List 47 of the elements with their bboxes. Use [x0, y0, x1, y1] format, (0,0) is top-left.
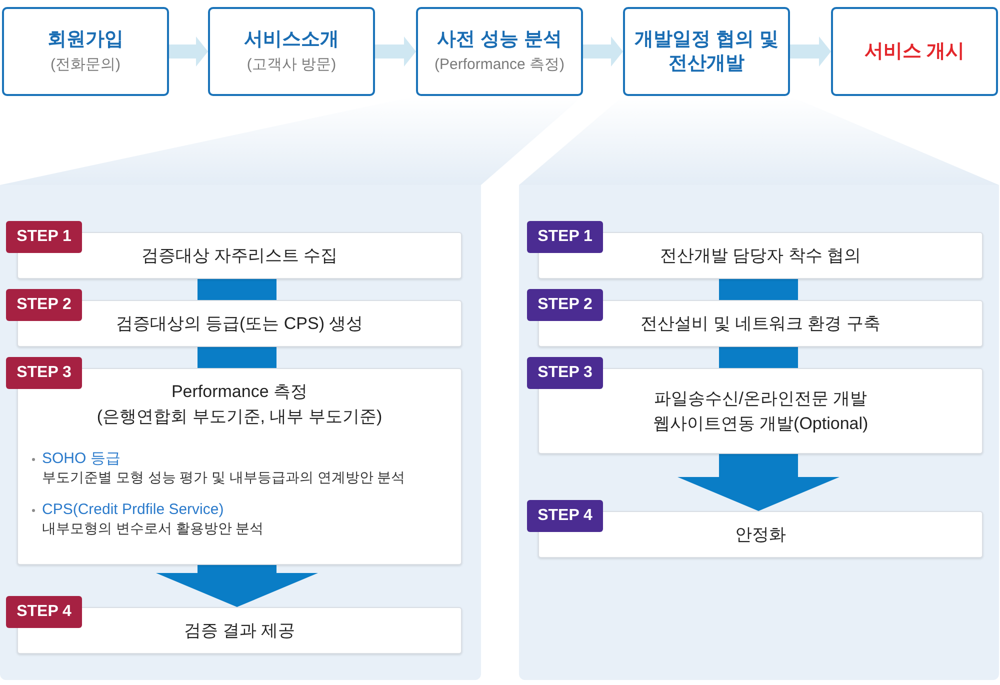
arrow [583, 36, 623, 66]
step-text: 전산개발 담당자 착수 협의 [660, 245, 862, 267]
step-text: (은행연합회 부도기준, 내부 부도기준) [96, 406, 384, 428]
step-text: Performance 측정 [170, 381, 309, 403]
arrow [375, 36, 416, 66]
step-text: 전산설비 및 네트워크 환경 구축 [640, 313, 880, 335]
process-subtitle: (Performance 측정) [434, 55, 565, 75]
step-text: 파일송수신/온라인전문 개발 [654, 388, 868, 410]
step-badge: STEP 3 [6, 357, 82, 389]
step-badge: STEP 3 [527, 357, 603, 389]
step-panel [519, 185, 999, 680]
process-box [208, 7, 375, 96]
arrow [790, 36, 831, 66]
step-badge: STEP 4 [527, 500, 603, 532]
step-badge: STEP 2 [527, 289, 603, 321]
block-arrow [156, 565, 318, 607]
step-panel [0, 185, 481, 680]
arrow [169, 36, 208, 66]
process-title: 서비스 개시 [864, 40, 965, 64]
connector-bar [719, 347, 798, 368]
block-arrow [678, 454, 840, 511]
step-badge: STEP 2 [6, 289, 82, 321]
process-title: 회원가입 [48, 28, 124, 52]
step-text: 검증대상의 등급(또는 CPS) 생성 [116, 313, 364, 335]
step-badge: STEP 1 [527, 221, 603, 253]
connector-bar [198, 279, 276, 300]
bullet-text: 내부모형의 변수로서 활용방안 분석 [42, 519, 265, 537]
bullet-text: 부도기준별 모형 성능 평가 및 내부등급과의 연계방안 분석 [42, 468, 406, 486]
process-subtitle: (고객사 방문) [246, 55, 336, 75]
step-text: 웹사이트연동 개발(Optional) [652, 413, 868, 435]
bullet-heading: SOHO 등급 [42, 450, 122, 468]
step-badge: STEP 1 [6, 221, 82, 253]
process-box [2, 7, 169, 96]
process-title: 사전 성능 분석 [437, 28, 562, 52]
step-text: 검증 결과 제공 [184, 620, 296, 642]
connector-bar [198, 347, 276, 368]
process-box [623, 7, 790, 96]
process-title: 서비스소개 [244, 28, 339, 52]
step-text: 검증대상 자주리스트 수집 [141, 245, 338, 267]
process-box [831, 7, 998, 96]
bullet-heading: CPS(Credit Prdfile Service) [42, 501, 225, 519]
step-text: 안정화 [735, 524, 786, 546]
step-badge: STEP 4 [6, 596, 82, 628]
process-subtitle: (전화문의) [50, 55, 120, 75]
process-title: 개발일정 협의 및 전산개발 [634, 28, 780, 76]
process-box [416, 7, 583, 96]
connector-bar [719, 279, 798, 300]
